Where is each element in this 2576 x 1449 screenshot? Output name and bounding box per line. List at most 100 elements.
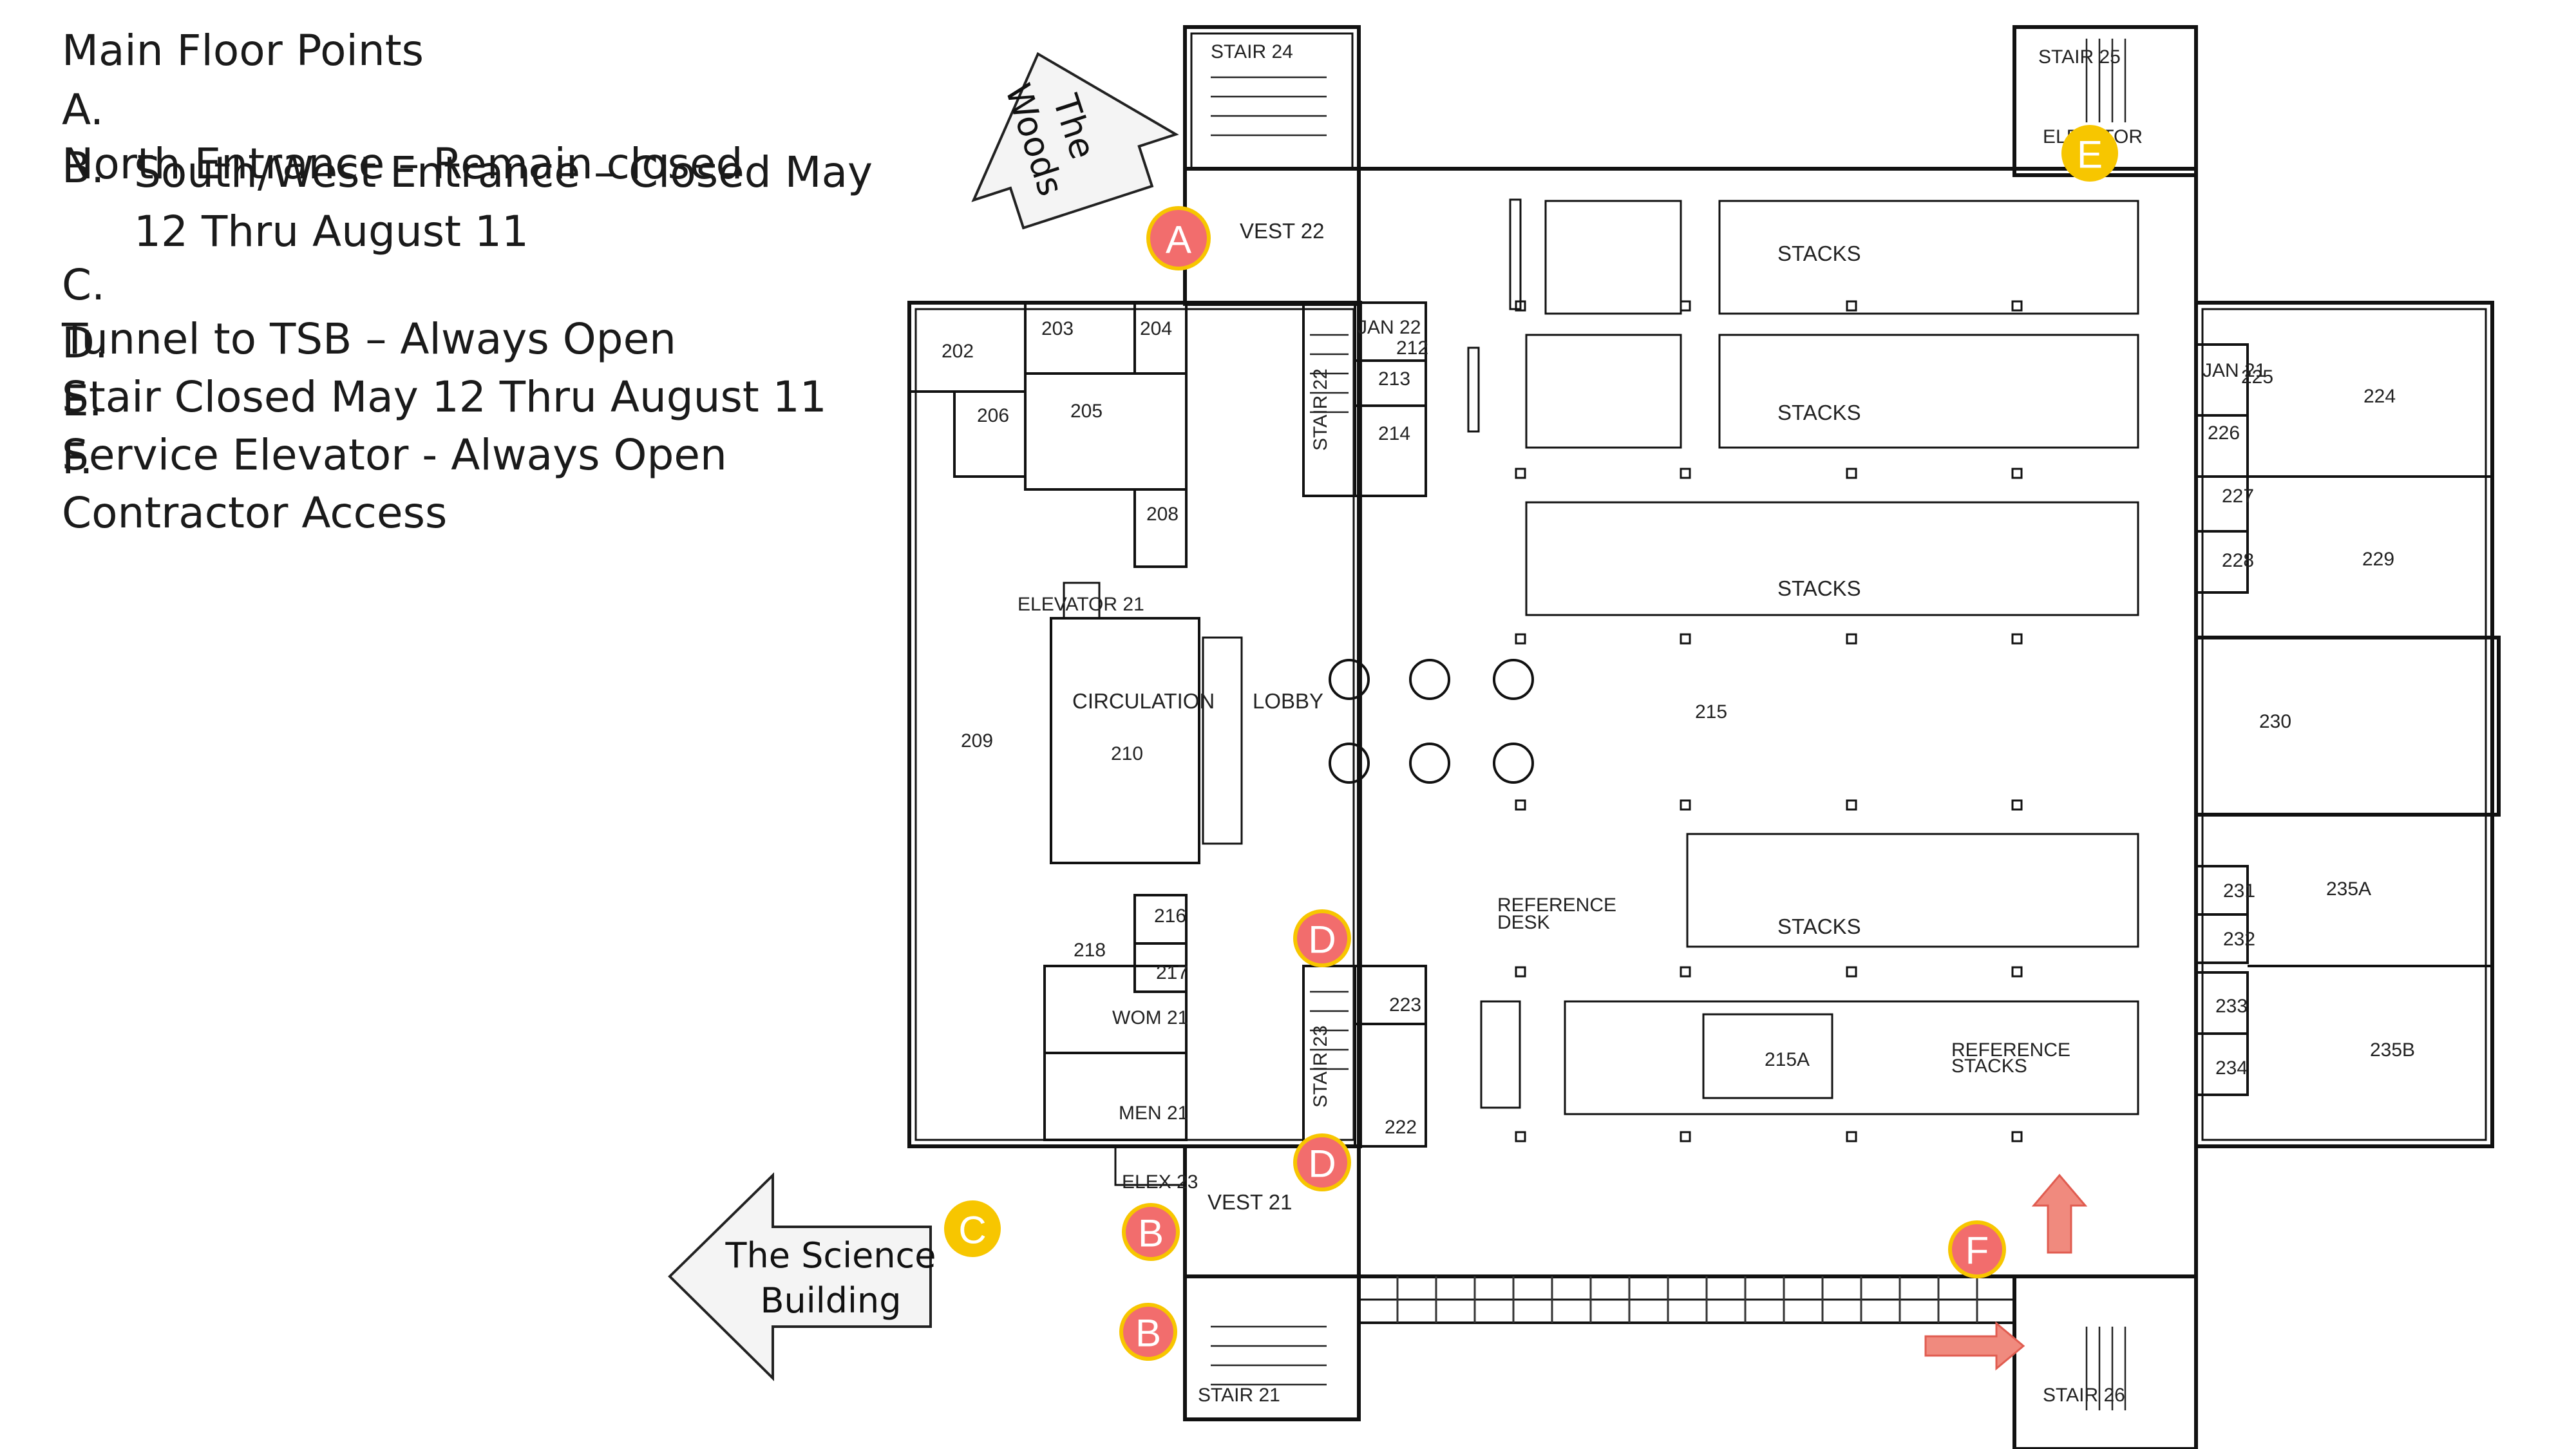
room-label: ELEVATOR 21 (1018, 594, 1144, 615)
room-label: STAIR 25 (2038, 46, 2121, 68)
room-label: JAN 22 (1358, 317, 1421, 338)
marker-b2 (1119, 1303, 1177, 1361)
room-label: 214 (1378, 423, 1410, 444)
legend-letter: E. (62, 376, 102, 426)
science-arrow-shape (668, 1172, 932, 1381)
science-label-1: The Science (725, 1235, 936, 1276)
room-label: STACKS (1951, 1056, 2027, 1077)
legend-item-a: A.North Entrance – Remain closed (62, 85, 902, 194)
marker-b (1122, 1203, 1180, 1261)
room-label: STAIR 21 (1198, 1385, 1280, 1406)
room-label: 217 (1156, 962, 1188, 983)
room-label: 215 (1695, 701, 1727, 723)
marker-f-label: F (1965, 1229, 1989, 1273)
legend-text: North Entrance – Remain closed (62, 139, 743, 189)
room-label: 216 (1154, 905, 1186, 927)
room-label: 225 (2241, 366, 2273, 388)
room-label: 202 (942, 341, 974, 362)
room-label: STAIR 26 (2043, 1385, 2125, 1406)
room-label: 210 (1111, 743, 1143, 764)
legend: Main Floor Points A.North Entrance – Rem… (0, 0, 902, 538)
legend-item-e: E.Service Elevator - Always Open (62, 376, 902, 485)
legend-letter: C. (62, 260, 106, 310)
room-label: ELEX 23 (1122, 1171, 1198, 1193)
woods-arrow: The Woods (971, 52, 1179, 230)
marker-e-label: E (2077, 133, 2103, 176)
room-label: 215A (1765, 1049, 1810, 1070)
marker-d (1293, 909, 1351, 967)
marker-c-label: C (958, 1209, 986, 1252)
room-label: STACKS (1777, 401, 1861, 424)
room-label: 204 (1140, 318, 1172, 339)
room-label: STACKS (1777, 576, 1861, 600)
science-label-2: Building (760, 1280, 901, 1321)
room-label: 229 (2362, 549, 2394, 570)
room-label: 205 (1070, 401, 1103, 422)
legend-item-b: B.South/West Entrance – Closed May 12 Th… (62, 143, 894, 261)
room-label: DESK (1497, 912, 1550, 933)
room-label: 234 (2215, 1057, 2248, 1079)
room-label: 226 (2208, 422, 2240, 444)
room-label: 227 (2222, 486, 2254, 507)
plan-walls (907, 25, 2501, 1449)
room-label: WOM 21 (1112, 1007, 1188, 1028)
room-label: STACKS (1777, 914, 1861, 938)
room-label: 230 (2259, 711, 2291, 732)
marker-d2 (1293, 1133, 1351, 1191)
science-building-arrow: The Science Building (668, 1172, 936, 1381)
room-label: 208 (1146, 504, 1179, 525)
legend-letter: A. (62, 85, 104, 135)
marker-b2-label: B (1135, 1312, 1161, 1355)
room-label: 223 (1389, 994, 1421, 1016)
room-label: STAIR 23 (1310, 1025, 1331, 1108)
room-label: CIRCULATION (1072, 689, 1215, 713)
legend-letter: D. (62, 318, 108, 368)
room-label: STACKS (1777, 242, 1861, 265)
legend-item-d: D.Stair Closed May 12 Thru August 11 (62, 318, 902, 427)
room-label: 232 (2223, 929, 2255, 950)
room-label: 235A (2326, 878, 2371, 900)
room-label: MEN 21 (1119, 1103, 1188, 1124)
room-label: 224 (2363, 386, 2396, 407)
room-label: REFERENCE (1951, 1039, 2070, 1061)
marker-e (2061, 125, 2118, 182)
room-label: STAIR 24 (1211, 41, 1293, 62)
room-label: 212 (1396, 337, 1428, 359)
room-label: 218 (1074, 940, 1106, 961)
legend-text: Tunnel to TSB – Always Open (62, 314, 677, 364)
room-label: JAN 21 (2202, 360, 2266, 381)
legend-item-f: F.Contractor Access (62, 434, 902, 543)
legend-title: Main Floor Points (62, 26, 424, 75)
contractor-right-arrow-icon (1924, 1321, 2025, 1371)
room-label: 233 (2215, 996, 2248, 1017)
room-label: 209 (961, 730, 993, 752)
marker-b-label: B (1138, 1212, 1164, 1255)
marker-a (1146, 206, 1211, 270)
woods-arrow-shape (971, 52, 1179, 230)
contractor-up-arrow-icon (2031, 1173, 2088, 1254)
room-label: 231 (2223, 880, 2255, 902)
marker-c (944, 1200, 1001, 1257)
room-label: VEST 22 (1240, 219, 1324, 243)
columns (1515, 300, 2023, 1142)
contractor-arrows (1924, 1173, 2088, 1371)
room-label: 235B (2370, 1039, 2415, 1061)
room-label: STAIR 22 (1310, 368, 1331, 451)
stair-treads (1211, 39, 2126, 1410)
room-labels: STAIR 24 STAIR 25 ELEVATOR VEST 22 VEST … (942, 41, 2415, 1406)
room-label: REFERENCE (1497, 895, 1616, 916)
room-label: VEST 21 (1208, 1190, 1292, 1214)
legend-text: Service Elevator - Always Open (62, 430, 727, 480)
room-label: LOBBY (1253, 689, 1323, 713)
marker-d-label: D (1308, 918, 1336, 961)
marker-f (1948, 1220, 2006, 1278)
corridor-grid (1396, 1276, 1978, 1323)
room-label: 213 (1378, 368, 1410, 390)
legend-text: Stair Closed May 12 Thru August 11 (62, 372, 827, 422)
room-label: 228 (2222, 550, 2254, 571)
legend-letter: F. (62, 434, 93, 484)
study-tables (1329, 659, 1534, 784)
legend-item-c: C.Tunnel to TSB – Always Open (62, 260, 902, 369)
markers: A B B C D D E F (944, 125, 2118, 1361)
